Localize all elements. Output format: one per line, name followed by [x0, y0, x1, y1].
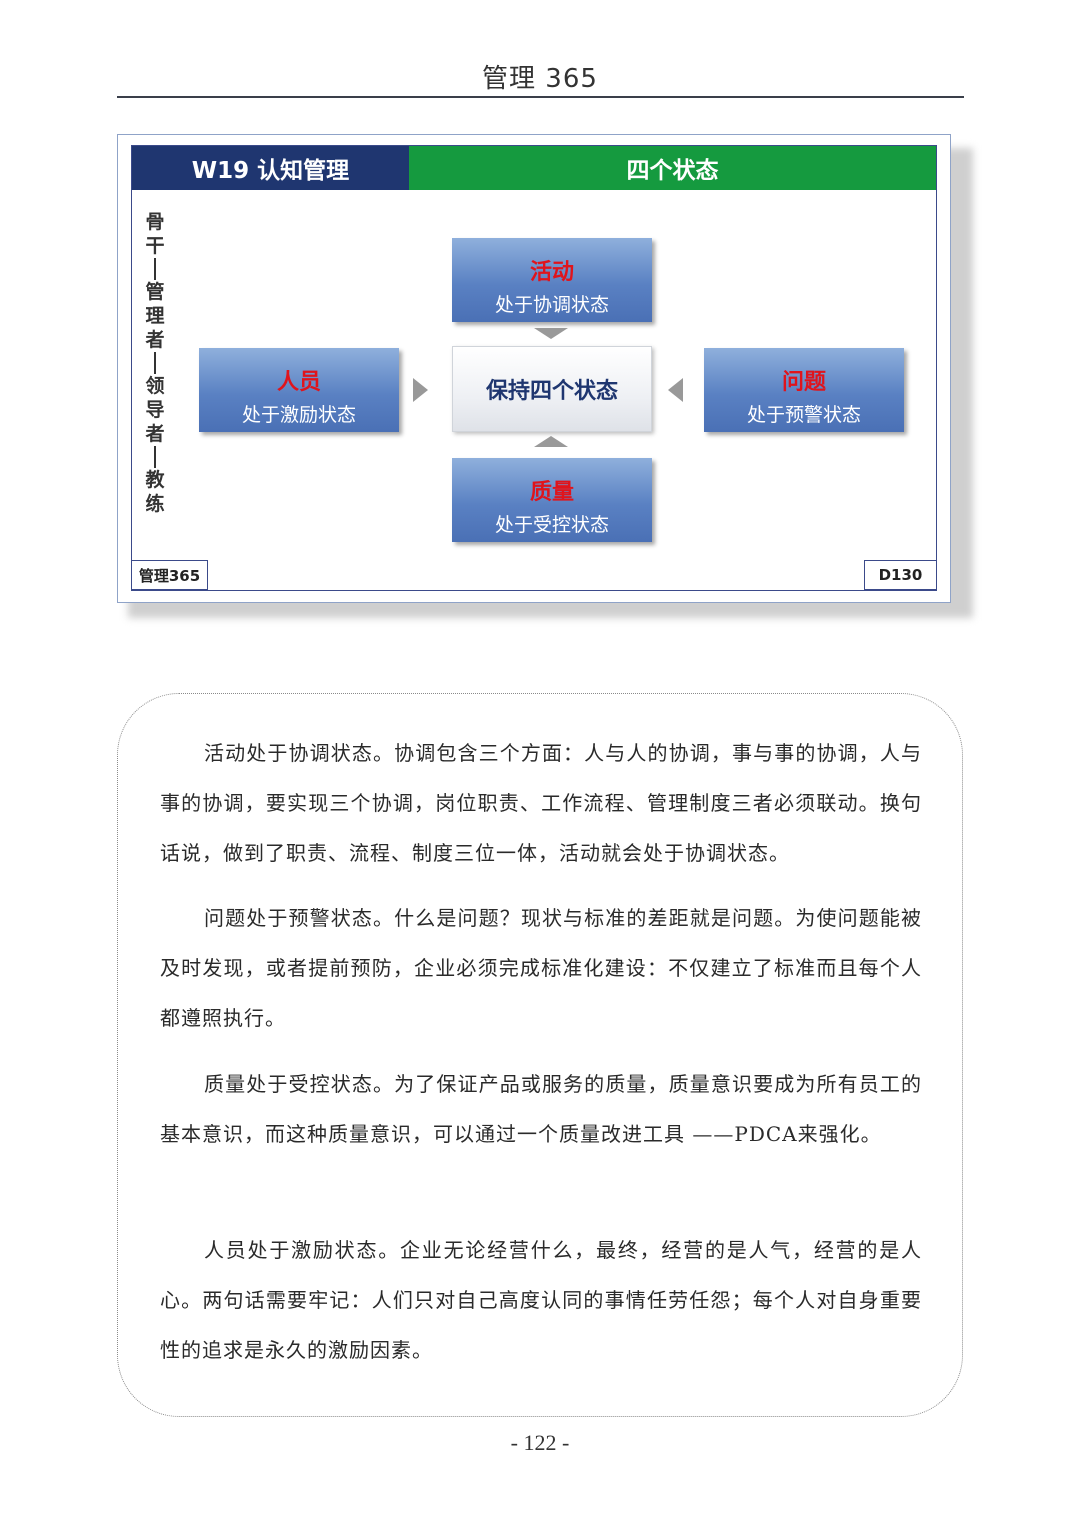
state-box-quality: 质量 处于受控状态	[452, 458, 652, 542]
side-label-char: 练	[145, 493, 165, 515]
side-label-char: 者	[145, 423, 165, 445]
side-label-char: 领	[145, 375, 165, 397]
center-box: 保持四个状态	[452, 346, 652, 432]
side-label-char: 干	[145, 235, 165, 257]
state-title: 问题	[781, 370, 826, 395]
side-label-char: 管	[145, 281, 165, 303]
state-title: 质量	[529, 480, 574, 505]
state-subtitle: 处于预警状态	[746, 404, 861, 426]
slide-frame: W19 认知管理 四个状态 骨干管理者领导者教练 活动 处于协调状态 人员 处于…	[131, 145, 937, 591]
state-subtitle: 处于协调状态	[494, 294, 609, 316]
header-divider	[117, 96, 964, 98]
slide-title-left: W19 认知管理	[132, 146, 409, 190]
paragraph-people: 人员处于激励状态。企业无论经营什么，最终，经营的是人气，经营的是人心。两句话需要…	[160, 1238, 922, 1362]
state-title: 活动	[529, 260, 574, 285]
state-box-people: 人员 处于激励状态	[199, 348, 399, 432]
arrow-up-icon	[534, 436, 568, 447]
slide-title-right: 四个状态	[409, 146, 936, 190]
side-label-char: 教	[145, 469, 165, 491]
text-panel	[117, 693, 963, 1417]
page-number: - 122 -	[510, 1430, 570, 1455]
arrow-down-icon	[534, 328, 568, 339]
state-box-problem: 问题 处于预警状态	[704, 348, 904, 432]
side-label-divider	[154, 258, 156, 280]
state-title: 人员	[276, 370, 321, 395]
paragraph-problem: 问题处于预警状态。什么是问题？现状与标准的差距就是问题。为使问题能被及时发现，或…	[160, 906, 922, 1030]
side-label: 骨干管理者领导者教练	[142, 210, 168, 516]
side-label-divider	[154, 352, 156, 374]
state-box-activity: 活动 处于协调状态	[452, 238, 652, 322]
arrow-right-icon	[413, 378, 428, 402]
footer-brand-tag: 管理365	[131, 560, 208, 590]
slide-figure: W19 认知管理 四个状态 骨干管理者领导者教练 活动 处于协调状态 人员 处于…	[117, 134, 951, 603]
footer-code-tag: D130	[864, 560, 937, 590]
side-label-char: 理	[145, 305, 165, 327]
paragraph-activity: 活动处于协调状态。协调包含三个方面：人与人的协调，事与事的协调，人与事的协调，要…	[160, 741, 922, 865]
state-subtitle: 处于激励状态	[241, 404, 356, 426]
side-label-char: 骨	[145, 211, 165, 233]
page-title: 管理 365	[482, 64, 598, 94]
paragraph-quality: 质量处于受控状态。为了保证产品或服务的质量，质量意识要成为所有员工的基本意识，而…	[160, 1072, 922, 1146]
side-label-char: 导	[145, 399, 165, 421]
side-label-char: 者	[145, 329, 165, 351]
arrow-left-icon	[668, 378, 683, 402]
side-label-divider	[154, 446, 156, 468]
state-subtitle: 处于受控状态	[494, 514, 609, 536]
